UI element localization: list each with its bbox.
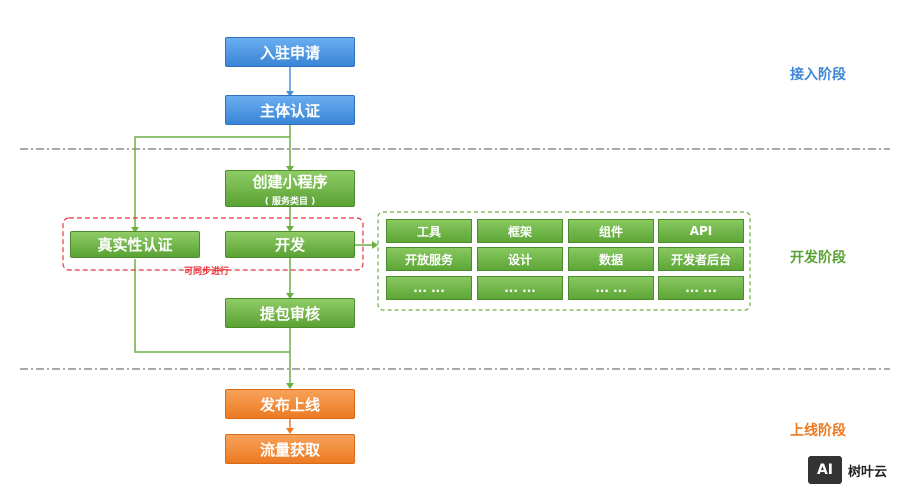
- grid-cell-more-4: ... ...: [658, 276, 744, 300]
- grid-cell-dev-console: 开发者后台: [658, 247, 744, 271]
- grid-cell-more-3: ... ...: [568, 276, 654, 300]
- grid-cell-tools: 工具: [386, 219, 472, 243]
- grid-cell-more-2: ... ...: [477, 276, 563, 300]
- create-app-box: 创建小程序 ( 服务类目 ): [225, 170, 355, 207]
- apply-label: 入驻申请: [259, 43, 320, 62]
- create-app-sublabel: ( 服务类目 ): [264, 196, 316, 207]
- arrow-realauth-merge: [134, 259, 290, 353]
- logo-mark: AI: [816, 462, 834, 478]
- stage-label-access: 接入阶段: [790, 67, 846, 83]
- subject-auth-box: 主体认证: [225, 95, 355, 125]
- develop-box: 开发: [225, 231, 355, 258]
- ai-logo-icon: AI: [808, 456, 842, 484]
- stage-label-online: 上线阶段: [790, 423, 846, 439]
- apply-box: 入驻申请: [225, 37, 355, 67]
- arrow-auth-to-realauth: [134, 136, 290, 231]
- grid-cell-framework: 框架: [477, 219, 563, 243]
- develop-label: 开发: [274, 236, 305, 254]
- create-app-label: 创建小程序: [252, 172, 328, 191]
- stage-label-develop: 开发阶段: [790, 250, 846, 266]
- real-auth-label: 真实性认证: [97, 236, 173, 254]
- publish-box: 发布上线: [225, 389, 355, 419]
- traffic-label: 流量获取: [259, 440, 320, 459]
- review-box: 提包审核: [225, 298, 355, 328]
- publish-label: 发布上线: [259, 395, 320, 414]
- traffic-box: 流量获取: [225, 434, 355, 464]
- grid-cell-components: 组件: [568, 219, 654, 243]
- grid-cell-design: 设计: [477, 247, 563, 271]
- grid-cell-more-1: ... ...: [386, 276, 472, 300]
- logo-name: 树叶云: [848, 464, 888, 480]
- grid-cell-api: API: [658, 219, 744, 243]
- parallel-note: 可同步进行: [184, 267, 230, 277]
- grid-cell-data: 数据: [568, 247, 654, 271]
- dev-grid-outline: [377, 211, 751, 311]
- grid-cell-open-services: 开放服务: [386, 247, 472, 271]
- brand-logo: AI 树叶云: [808, 456, 887, 484]
- subject-auth-label: 主体认证: [259, 101, 320, 120]
- review-label: 提包审核: [259, 304, 320, 323]
- parallel-group-outline: [62, 217, 364, 271]
- real-auth-box: 真实性认证: [70, 231, 200, 258]
